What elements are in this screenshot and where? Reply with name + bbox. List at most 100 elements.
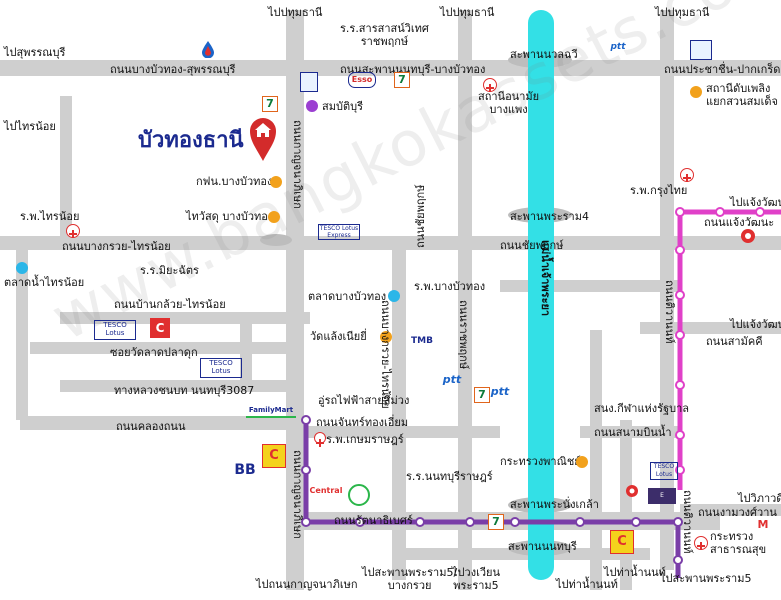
road-ngamwongwan — [680, 504, 781, 516]
chao-phraya-river — [528, 10, 554, 580]
label-rd-ngamwongwan: ถนนงามวงศ์วาน — [698, 506, 777, 519]
label-to-rama5-3: ไปสะพานพระราม5 — [660, 572, 752, 585]
pink-line — [677, 209, 781, 490]
orange-dot — [380, 331, 392, 343]
label-kanchan-cross: ทางหลวงชนบท นนทบุรี3087 — [114, 384, 255, 397]
label-bridge-phra-nangklao: สะพานพระนั่งเกล้า — [510, 498, 599, 511]
tesco-lotus-logo: TESCO Lotus — [650, 462, 678, 480]
label-to-tha-nam-2: ไปท่าน้ำนนท์ — [604, 566, 666, 579]
hospital-icon — [483, 78, 497, 92]
project-title: บัวทองธานี — [138, 128, 244, 153]
label-rd-chaiyapruek-h: ถนนชัยพฤกษ์ — [500, 239, 564, 252]
label-samnak-tambon: สมบัติบุรี — [322, 100, 363, 113]
label-rd-ratchaphruek: ถนนราชพฤกษ์ — [457, 300, 470, 370]
label-to-pathum-2: ไปปทุมธานี — [440, 6, 495, 19]
label-irtl: อู่รถไฟฟ้าสายสีม่วง — [318, 394, 410, 407]
road-mid — [500, 280, 680, 292]
road-chaiyapruek — [0, 236, 781, 250]
label-rd-kanchana-2: ถนนกาญจนาภิเษก — [291, 450, 304, 539]
hospital-icon — [314, 432, 326, 447]
label-bridge-wongwan: สะพานนวลฉวี — [510, 48, 578, 61]
label-to-chaengwattana-1: ไปแจ้งวัฒนะ — [730, 196, 781, 209]
label-to-pathum-3: ไปปทุมธานี — [655, 6, 710, 19]
label-rd-bangkruai-v: ถนนบางกรวย-ไทรน้อย — [379, 300, 392, 409]
label-rd-kanchana: ถนนกาญจนาภิเษก — [291, 120, 304, 209]
road-soi-v — [240, 320, 252, 390]
road-soi-watlad — [30, 342, 300, 354]
label-hosp-krungthai: ร.พ.กรุงไทย — [630, 184, 688, 197]
hospital-icon — [66, 224, 80, 238]
purple-dot — [306, 100, 318, 112]
central-logo: Central — [309, 486, 343, 495]
robinson-logo — [348, 484, 370, 506]
road-khlong-thanon — [20, 416, 300, 430]
blue-dot — [16, 262, 28, 274]
ptt-droplet-icon — [200, 40, 216, 59]
bangchak-logo — [690, 40, 712, 60]
fire-station-dot — [690, 86, 702, 98]
esplanade-logo: E — [648, 488, 676, 504]
label-market-bangbuathong: ตลาดบางบัวทอง — [308, 290, 387, 303]
hospital-icon — [694, 536, 708, 550]
label-soi-watladpladuk: ซอยวัดลาดปลาดุก — [110, 346, 198, 359]
seven-eleven-logo: 7 — [474, 387, 490, 403]
label-rd-khlongthanon: ถนนคลองถนน — [116, 420, 186, 433]
orange-dot — [268, 211, 280, 223]
tesco-lotus-logo: TESCO Lotus — [94, 320, 136, 340]
label-rd-ratanathibet: ถนนรัตนาธิเบศร์ — [334, 514, 413, 527]
blue-dot — [388, 290, 400, 302]
label-to-tha-nam: ไปท่าน้ำนนท์ — [556, 578, 618, 591]
road-left-a — [16, 250, 28, 420]
label-health-bangsaeng: สถานีอนามัย บางแพง — [478, 90, 540, 116]
label-rd-samakkhi: ถนนสามัคคี — [706, 335, 763, 348]
home-pin-icon — [248, 116, 278, 166]
bb-logo: BB — [234, 462, 256, 478]
central-logo — [620, 484, 644, 500]
label-ministry-commerce: กระทรวงพาณิชย์ — [500, 455, 581, 468]
label-rd-tiwanon: ถนนติวานนท์ — [663, 280, 676, 344]
seven-eleven-logo: 7 — [394, 72, 410, 88]
label-rd-sanambinnam: ถนนสนามบินน้ำ — [594, 426, 672, 439]
label-to-chaengwattana-2: ไปแจ้งวัฒนะ — [730, 318, 781, 331]
big-c-logo: C — [610, 530, 634, 554]
label-rd-chan-thongiam: ถนนจันทร์ทองเอี่ยม — [316, 416, 409, 429]
bangchak-logo — [300, 72, 318, 92]
tesco-lotus-express-logo: TESCO Lotus Express — [318, 224, 360, 240]
label-river-name: แม่น้ำเจ้าพระยา — [539, 240, 552, 317]
ptt-max-logo: ptt — [610, 42, 626, 52]
road-left-b — [60, 96, 72, 246]
central-logo — [738, 228, 758, 246]
ptt-logo: ptt — [490, 385, 510, 398]
label-to-rama5-2: ไปวงเวียน พระราม5 — [452, 566, 500, 592]
label-rd-chaiyapruek-v: ถนนชัยพฤกษ์ — [414, 184, 427, 248]
hospital-icon — [680, 168, 694, 182]
label-rd-chaengwattana-1: ถนนแจ้งวัฒนะ — [704, 216, 775, 229]
label-rd-tiwanon-2: ถนนติวานนท์ — [681, 490, 694, 554]
label-to-rama5: ไปสะพานพระราม5/ บางกรวย — [362, 566, 458, 592]
label-school-sarasas: ร.ร.สารสาสน์วิเทศ ราชพฤกษ์ — [340, 22, 429, 48]
label-rd-bangkruai-sainoi: ถนนบางกรวย-ไทรน้อย — [62, 240, 171, 253]
label-hosp-bangbuathong: ร.พ.บางบัวทอง — [414, 280, 486, 293]
label-to-kanchana: ไปถนนกาญจนาภิเษก — [256, 578, 358, 591]
big-c-logo: C — [262, 444, 286, 468]
road-kanchanaphisek — [286, 10, 304, 590]
label-school-miyachat: ร.ร.มิยะฉัตร — [140, 264, 199, 277]
label-to-suphan: ไปสุพรรณบุรี — [4, 46, 66, 59]
label-rd-bangbuathong-suphan: ถนนบางบัวทอง-สุพรรณบุรี — [110, 63, 236, 76]
road-nonthaburi1 — [620, 420, 632, 590]
label-market-sainoi: ตลาดน้ำไทรน้อย — [4, 276, 85, 289]
road-tiwanon — [660, 10, 674, 570]
esso-logo: Esso — [348, 72, 376, 88]
road-sanambinnam-v — [590, 330, 602, 590]
label-rd-sapan-nonburi: ถนนสะพานนนทบุรี-บางบัวทอง — [340, 63, 486, 76]
label-ministry-health: กระทรวง สาธารณสุข — [710, 530, 767, 556]
label-hosp-sainoi: ร.พ.ไทรน้อย — [20, 210, 80, 223]
label-rd-ban-kluai: ถนนบ้านกล้วย-ไทรน้อย — [114, 298, 226, 311]
label-bridge-nonthaburi: สะพานนนทบุรี — [508, 540, 577, 553]
big-c-mini-logo: C — [150, 318, 170, 338]
label-rd-pracha-chuen: ถนนประชาชื่น-ปากเกร็ด — [664, 63, 781, 76]
tmb-logo: TMB — [411, 336, 433, 346]
label-bridge-rama4: สะพานพระราม4 — [510, 210, 589, 223]
